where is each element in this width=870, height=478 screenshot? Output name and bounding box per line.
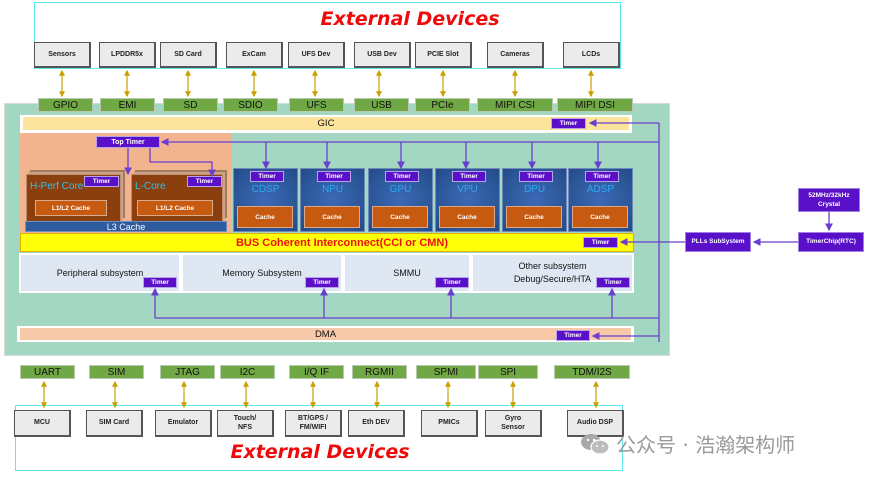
accelerator-gpu-cache: Cache (372, 206, 428, 228)
bus-coherent-interconnect[interactable]: BUS Coherent Interconnect(CCI or CMN) (20, 233, 634, 252)
core-l-title: L-Core (135, 181, 166, 192)
accelerator-dpu-title: DPU (523, 184, 546, 195)
interface-rgmii[interactable]: RGMII (352, 365, 407, 379)
plls-subsystem[interactable]: PLLs SubSystem (685, 232, 751, 252)
memory-subsystem-timer[interactable]: Timer (305, 277, 339, 288)
device-sensors[interactable]: Sensors (34, 42, 91, 68)
accelerator-adsp-timer[interactable]: Timer (585, 171, 619, 182)
interface-sd[interactable]: SD (163, 98, 218, 112)
accelerator-npu-timer[interactable]: Timer (317, 171, 351, 182)
accelerator-dpu-cache: Cache (506, 206, 562, 228)
gic-timer[interactable]: Timer (551, 118, 586, 129)
peripheral-subsystem-timer[interactable]: Timer (143, 277, 177, 288)
device-mcu[interactable]: MCU (14, 410, 71, 437)
device-lpddr5x[interactable]: LPDDR5x (99, 42, 156, 68)
accelerator-vpu-title: VPU (457, 184, 478, 195)
interface-pcie[interactable]: PCIe (415, 98, 470, 112)
device-bt-gps-fm-wifi[interactable]: BT/GPS / FM/WIFI (285, 410, 342, 437)
accelerator-cdsp-title: CDSP (251, 184, 280, 195)
interface-spmi[interactable]: SPMI (416, 365, 476, 379)
interface-tdm-i2s[interactable]: TDM/I2S (554, 365, 630, 379)
l3-cache[interactable]: L3 Cache (25, 221, 227, 232)
interface-emi[interactable]: EMI (100, 98, 155, 112)
accelerator-dpu-timer[interactable]: Timer (519, 171, 553, 182)
bus-label: BUS Coherent Interconnect(CCI or CMN) (235, 236, 449, 249)
smmu-timer[interactable]: Timer (435, 277, 469, 288)
accelerator-gpu-timer[interactable]: Timer (385, 171, 419, 182)
device-sim-card[interactable]: SIM Card (86, 410, 143, 437)
accelerator-npu-cache: Cache (304, 206, 360, 228)
crystal-oscillator[interactable]: 52MHz/32kHz Crystal (798, 188, 860, 212)
interface-mipi-dsi[interactable]: MIPI DSI (557, 98, 633, 112)
interface-sdio[interactable]: SDIO (223, 98, 278, 112)
accelerator-adsp-title: ADSP (586, 184, 615, 195)
wechat-icon (581, 433, 610, 455)
interface-spi[interactable]: SPI (478, 365, 538, 379)
top-external-devices-title: External Devices (320, 8, 500, 30)
device-lcds[interactable]: LCDs (563, 42, 620, 68)
device-emulator[interactable]: Emulator (155, 410, 212, 437)
device-excam[interactable]: ExCam (226, 42, 283, 68)
accelerator-cdsp-timer[interactable]: Timer (250, 171, 284, 182)
device-cameras[interactable]: Cameras (487, 42, 544, 68)
device-ufs-dev[interactable]: UFS Dev (288, 42, 345, 68)
core-h-perf-cache: L1/L2 Cache (35, 200, 107, 216)
core-l-timer[interactable]: Timer (187, 176, 222, 187)
interface-uart[interactable]: UART (20, 365, 75, 379)
core-h-perf-title: H-Perf Core (30, 181, 84, 192)
device-pmics[interactable]: PMICs (421, 410, 478, 437)
timerchip-rtc[interactable]: TimerChip(RTC) (798, 232, 864, 252)
dma-label: DMA (314, 328, 337, 340)
device-eth-dev[interactable]: Eth DEV (348, 410, 405, 437)
accelerator-vpu-timer[interactable]: Timer (452, 171, 486, 182)
bottom-external-devices-title: External Devices (230, 441, 410, 463)
watermark: 公众号 · 浩瀚架构师 (580, 429, 795, 458)
interface-sim[interactable]: SIM (89, 365, 144, 379)
device-usb-dev[interactable]: USB Dev (354, 42, 411, 68)
core-h-perf-timer[interactable]: Timer (84, 176, 119, 187)
interface-usb[interactable]: USB (354, 98, 409, 112)
dma-timer[interactable]: Timer (556, 330, 590, 341)
accelerator-npu-title: NPU (321, 184, 344, 195)
bus-timer[interactable]: Timer (583, 237, 618, 248)
interface-i2c[interactable]: I2C (220, 365, 275, 379)
interface-mipi-csi[interactable]: MIPI CSI (477, 98, 553, 112)
interface-jtag[interactable]: JTAG (160, 365, 215, 379)
interface-iq-if[interactable]: I/Q IF (289, 365, 344, 379)
gic-bar[interactable]: GIC (23, 117, 629, 130)
accelerator-gpu-title: GPU (389, 184, 412, 195)
top-timer[interactable]: Top Timer (96, 136, 160, 148)
device-pcie-slot[interactable]: PCIE Slot (415, 42, 472, 68)
accelerator-cdsp-cache: Cache (237, 206, 293, 228)
other-subsystem-timer[interactable]: Timer (596, 277, 630, 288)
accelerator-adsp-cache: Cache (572, 206, 628, 228)
gic-label: GIC (317, 118, 335, 129)
accelerator-vpu-cache: Cache (439, 206, 495, 228)
device-sd-card[interactable]: SD Card (160, 42, 217, 68)
interface-ufs[interactable]: UFS (289, 98, 344, 112)
dma-bar[interactable]: DMA (20, 328, 631, 340)
core-l-cache: L1/L2 Cache (137, 200, 213, 216)
device-gyro-sensor[interactable]: Gyro Sensor (485, 410, 542, 437)
device-touch-nfs[interactable]: Touch/ NFS (217, 410, 274, 437)
watermark-text: 公众号 · 浩瀚架构师 (616, 433, 796, 457)
interface-gpio[interactable]: GPIO (38, 98, 93, 112)
